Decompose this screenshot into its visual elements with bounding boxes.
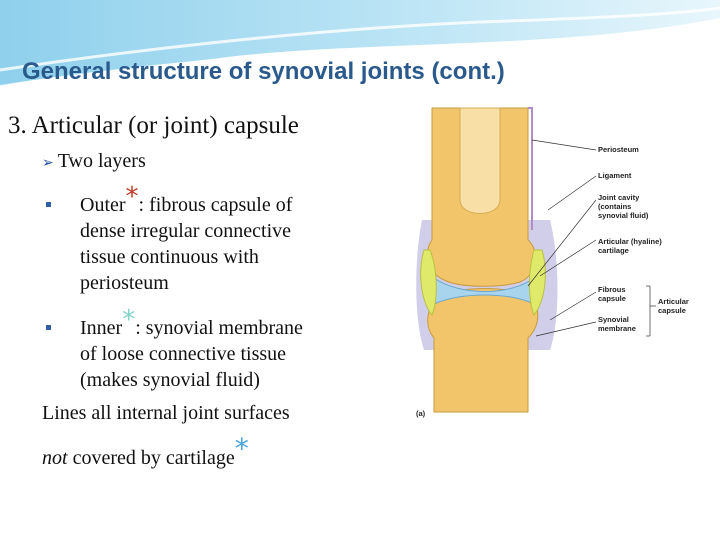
subpoint-label: Two layers <box>57 150 146 172</box>
label-joint-cavity-3: synovial fluid) <box>598 211 649 220</box>
asterisk-teal: * <box>122 305 136 335</box>
section-heading: 3. Articular (or joint) capsule <box>8 112 299 139</box>
lower-bone <box>427 288 539 413</box>
outer-line: tissue continuous with <box>80 246 259 268</box>
periosteum-outline <box>528 107 533 230</box>
header-wave-decoration <box>0 0 720 87</box>
asterisk-red: * <box>125 182 139 212</box>
outer-line: periosteum <box>80 272 169 294</box>
outer-layer-text: Outer*: fibrous capsule of dense irregul… <box>80 184 293 296</box>
label-panel-a: (a) <box>416 409 426 418</box>
footer-not: not <box>42 447 68 469</box>
leader-lines <box>527 139 656 337</box>
outer-label: Outer <box>80 194 126 216</box>
label-ligament: Ligament <box>598 171 632 180</box>
label-fibrous-1: Fibrous <box>598 285 626 294</box>
inner-first-line: Inner*: synovial membrane <box>80 307 303 341</box>
inner-line: of loose connective tissue <box>80 343 287 365</box>
inner-label: Inner <box>80 317 123 339</box>
footer-line-2: not covered by cartilage* <box>42 432 249 471</box>
inner-after: : synovial membrane <box>135 317 303 339</box>
subpoint-two-layers: ➢Two layers <box>42 150 146 173</box>
slide-title: General structure of synovial joints (co… <box>22 58 505 85</box>
cartilage-left <box>420 249 437 316</box>
marrow-cavity <box>459 107 501 214</box>
inner-layer-text: Inner*: synovial membrane of loose conne… <box>80 307 303 393</box>
arrow-bullet-icon: ➢ <box>42 155 54 171</box>
label-capsule-1: Articular <box>658 297 689 306</box>
square-bullet-icon <box>46 325 51 330</box>
outer-after: : fibrous capsule of <box>138 194 293 216</box>
label-periosteum: Periosteum <box>598 145 639 154</box>
label-joint-cavity-2: (contains <box>598 202 631 211</box>
label-synovial-1: Synovial <box>598 315 629 324</box>
label-synovial-2: membrane <box>598 324 636 333</box>
footer-line-1: Lines all internal joint surfaces <box>42 402 290 424</box>
asterisk-blue: * <box>234 432 249 465</box>
label-fibrous-2: capsule <box>598 294 626 303</box>
label-articular-1: Articular (hyaline) <box>598 237 662 246</box>
label-articular-2: cartilage <box>598 246 629 255</box>
label-capsule-2: capsule <box>658 306 686 315</box>
square-bullet-icon <box>46 202 51 207</box>
label-joint-cavity-1: Joint cavity <box>598 193 640 202</box>
cartilage-right <box>529 249 546 316</box>
synovial-joint-diagram: Periosteum Ligament Joint cavity (contai… <box>416 107 689 418</box>
inner-line: (makes synovial fluid) <box>80 369 260 391</box>
outer-line: dense irregular connective <box>80 220 292 242</box>
outer-first-line: Outer*: fibrous capsule of <box>80 184 293 218</box>
footer-rest: covered by cartilage <box>67 447 235 469</box>
